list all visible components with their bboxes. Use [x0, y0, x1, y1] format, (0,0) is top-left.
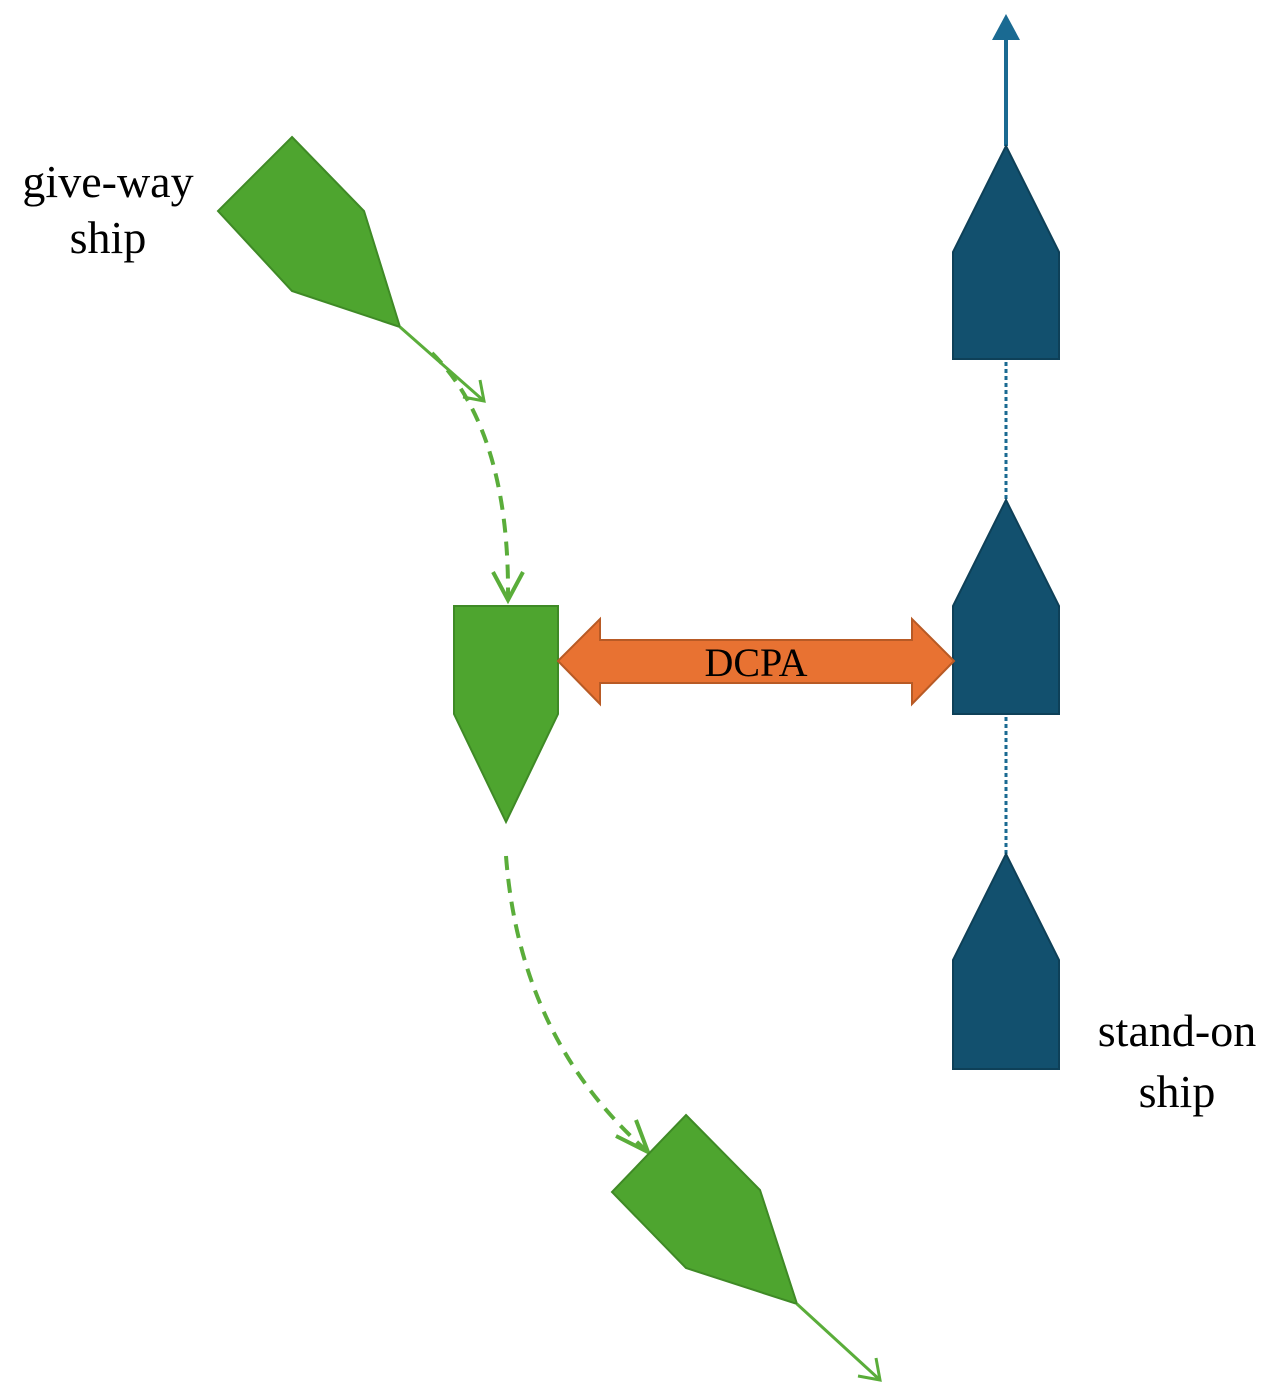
- dcpa-double-arrow: [556, 616, 956, 707]
- stand-on-ship-middle: [952, 497, 1060, 715]
- give-way-trajectory-lower-arrowhead: [615, 1119, 652, 1157]
- give-way-ship-mid: [453, 605, 559, 825]
- stand-on-heading-arrowhead: [992, 14, 1020, 40]
- give-way-trajectory-upper: [430, 351, 511, 601]
- give-way-final-heading-arrowhead: [857, 1357, 882, 1382]
- give-way-initial-heading-arrowhead: [462, 379, 486, 403]
- give-way-label-line1: give-way: [22, 156, 193, 207]
- stand-on-label-line1: stand-on: [1098, 1005, 1256, 1056]
- stand-on-ship-bottom: [952, 851, 1060, 1070]
- give-way-trajectory-upper-arrowhead: [491, 571, 525, 605]
- stand-on-label-line2: ship: [1139, 1066, 1216, 1117]
- give-way-trajectory-lower: [504, 855, 650, 1154]
- give-way-ship-initial: [216, 135, 402, 329]
- stand-on-ship-top: [952, 143, 1060, 360]
- give-way-initial-heading-line: [399, 325, 485, 403]
- give-way-label-line2: ship: [70, 212, 147, 263]
- dcpa-label: DCPA: [704, 640, 807, 685]
- give-way-ship-final: [610, 1113, 799, 1306]
- give-way-final-heading-line: [795, 1302, 882, 1382]
